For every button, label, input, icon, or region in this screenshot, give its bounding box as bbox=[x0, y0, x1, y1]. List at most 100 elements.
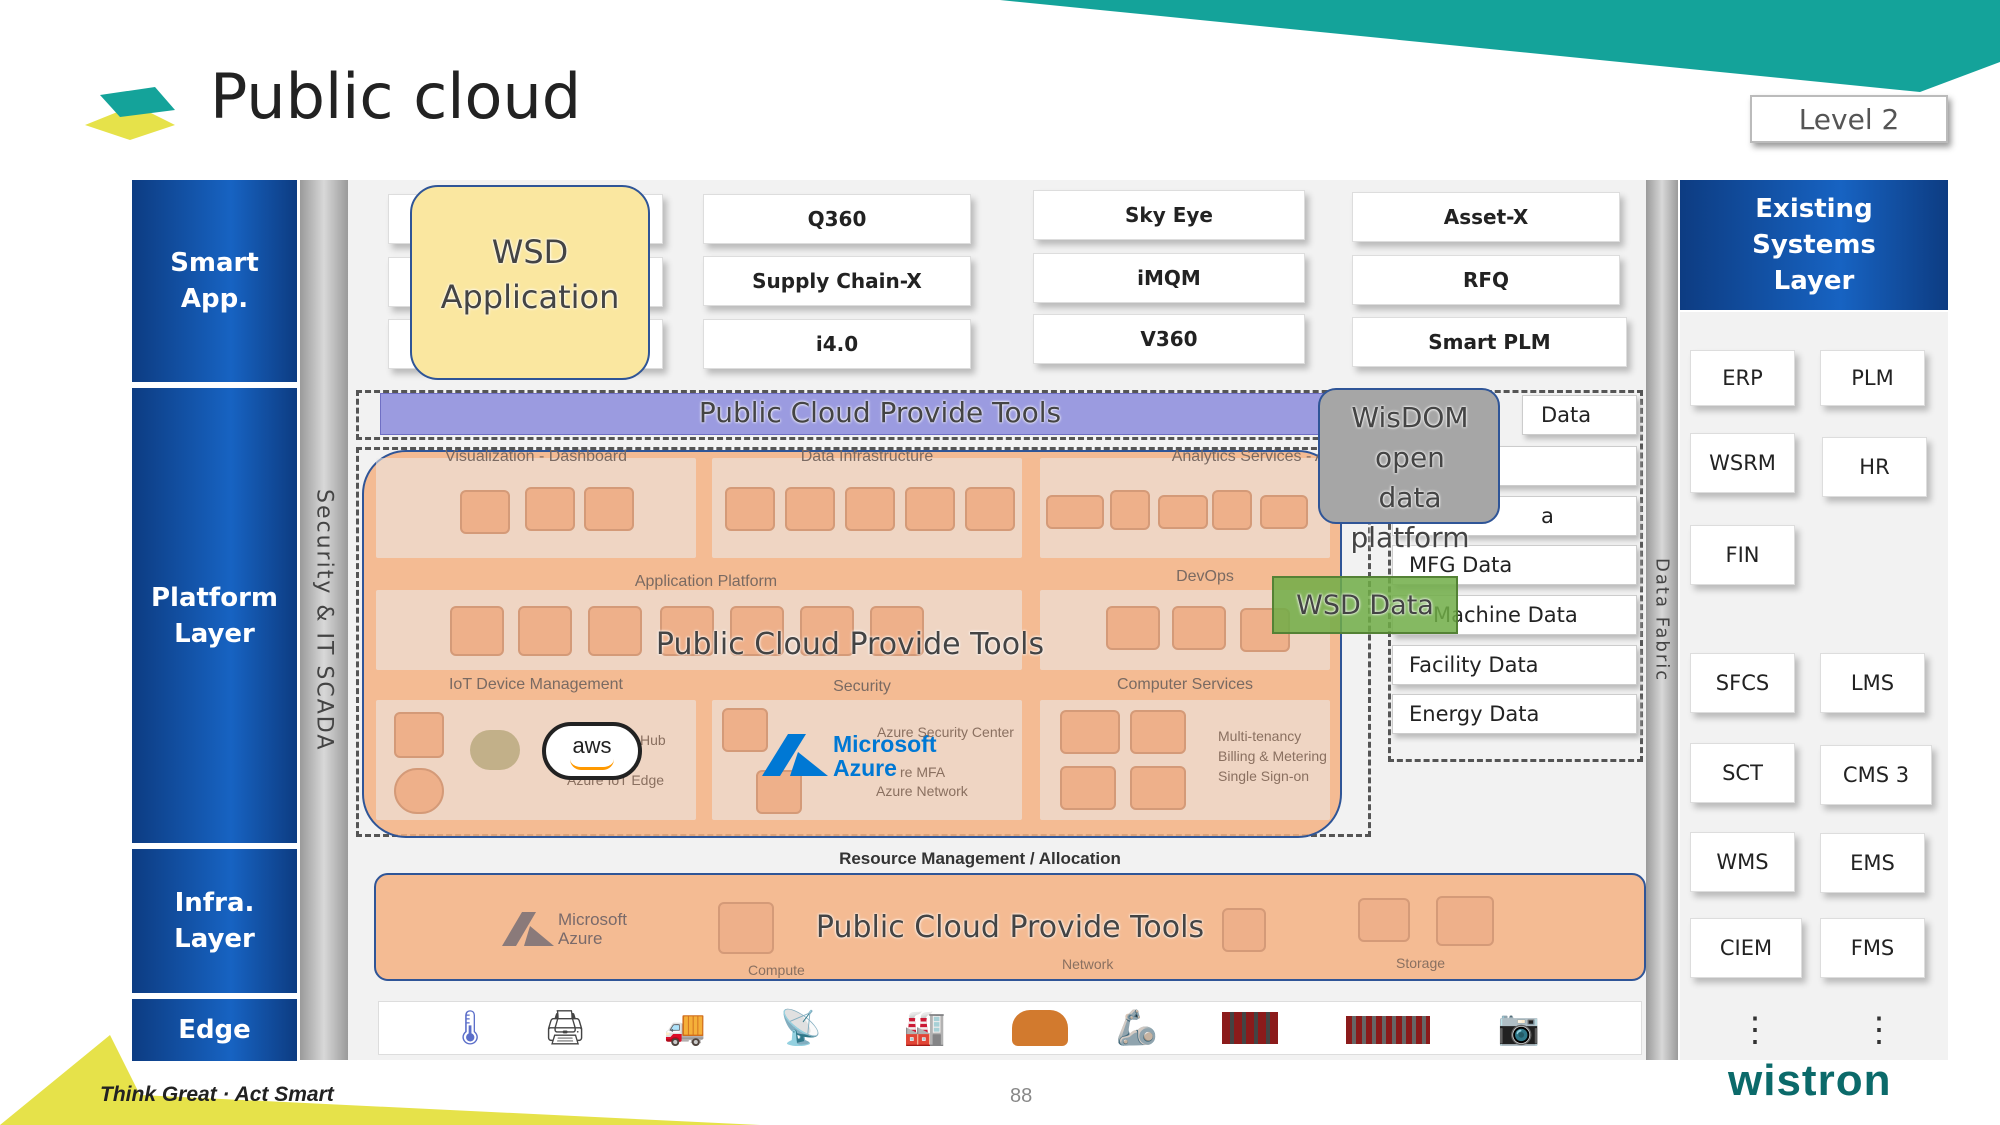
ml-icon bbox=[1110, 490, 1150, 530]
sys-ciem: CIEM bbox=[1690, 918, 1802, 978]
smart-app-layer: Smart App. bbox=[132, 180, 297, 382]
sys-fms: FMS bbox=[1820, 918, 1925, 978]
vm-scale-icon bbox=[1060, 766, 1116, 810]
level-badge: Level 2 bbox=[1750, 95, 1948, 143]
more-dots: ⋮ bbox=[1862, 1011, 1896, 1049]
app-imqm: iMQM bbox=[1033, 253, 1305, 303]
scanner-icon bbox=[1012, 1010, 1068, 1046]
server-rack-icon bbox=[1346, 1016, 1430, 1044]
app-smart-plm: Smart PLM bbox=[1352, 317, 1627, 367]
ms-azure-label: Microsoft Azure bbox=[833, 732, 937, 780]
sys-fin: FIN bbox=[1690, 525, 1795, 585]
iot-cloud-icon bbox=[470, 730, 520, 770]
api-icon bbox=[588, 606, 642, 656]
tools-bar-label: Public Cloud Provide Tools bbox=[698, 396, 1062, 429]
sys-lms: LMS bbox=[1820, 653, 1925, 713]
wsd-data-label: WSD Data bbox=[1296, 590, 1434, 621]
cloud-ai-icon bbox=[1046, 495, 1104, 529]
panel-viz-title: Visualization - Dashboard bbox=[444, 448, 628, 465]
wsd-application-label: WSD Application bbox=[440, 233, 620, 316]
devops-icon bbox=[1172, 606, 1226, 650]
page-title: Public cloud bbox=[210, 60, 582, 133]
panel-compute-title: Computer Services bbox=[1116, 676, 1254, 693]
app-asset-x: Asset-X bbox=[1352, 192, 1620, 242]
thermometer-icon: 🌡 bbox=[448, 1009, 492, 1047]
azure-infra-line1: Microsoft bbox=[558, 910, 627, 929]
edge-row bbox=[378, 1001, 1642, 1055]
app-v360: V360 bbox=[1033, 314, 1305, 364]
functions-icon bbox=[518, 606, 572, 656]
cloud-service-icon bbox=[1130, 766, 1186, 810]
sys-ems: EMS bbox=[1820, 833, 1925, 893]
compute-icon bbox=[1060, 710, 1120, 754]
sys-plm: PLM bbox=[1820, 350, 1925, 406]
service-icon bbox=[870, 606, 924, 656]
container-icon bbox=[730, 606, 784, 656]
aws-logo: aws bbox=[542, 722, 642, 780]
web-icon bbox=[800, 606, 854, 656]
panel-analytics-title: Analytics Services - AI bbox=[1171, 448, 1330, 465]
azure-infra-label: Microsoft Azure bbox=[558, 910, 627, 948]
sys-wsrm: WSRM bbox=[1690, 433, 1795, 493]
dashboard-icon bbox=[525, 487, 575, 531]
more-dots: ⋮ bbox=[1738, 1011, 1772, 1049]
security-center-label: Azure Security Center bbox=[877, 724, 1014, 740]
panel-iot-title: IoT Device Management bbox=[448, 676, 623, 693]
infra-network-label: Network bbox=[1062, 956, 1114, 972]
logo-cube-icon bbox=[85, 87, 175, 140]
header-decoration bbox=[1000, 0, 2000, 92]
insight-icon bbox=[584, 487, 634, 531]
db-icon bbox=[725, 487, 775, 531]
data-item: Data bbox=[1522, 395, 1637, 435]
flask-icon bbox=[1212, 490, 1252, 530]
aws-smile-icon bbox=[570, 759, 614, 770]
storage-disk-icon bbox=[1436, 896, 1494, 946]
azure-logo-icon bbox=[762, 734, 828, 776]
panel-security-title: Security bbox=[833, 678, 891, 695]
key-icon bbox=[756, 770, 802, 814]
app-sky-eye: Sky Eye bbox=[1033, 190, 1305, 240]
sso-label: Single Sign-on bbox=[1218, 768, 1310, 784]
wisdom-box bbox=[1318, 388, 1500, 524]
data-fabric-band: Data Fabric bbox=[1646, 180, 1678, 1060]
lock-icon bbox=[722, 708, 768, 752]
visual-studio-icon bbox=[1106, 606, 1160, 650]
wisdom-label: WisDOM open data platform bbox=[1350, 401, 1470, 554]
aws-label: aws bbox=[572, 732, 612, 758]
storage-icon bbox=[965, 487, 1015, 531]
sys-hr: HR bbox=[1822, 437, 1927, 497]
logic-icon bbox=[660, 606, 714, 656]
infra-tools-region bbox=[374, 873, 1646, 981]
sys-wms: WMS bbox=[1690, 832, 1795, 892]
security-band: Security & IT SCADA bbox=[300, 180, 348, 1060]
wistron-logo: wistron bbox=[1728, 1056, 1892, 1105]
existing-systems-title: Existing Systems Layer bbox=[1680, 180, 1948, 310]
infra-storage-label: Storage bbox=[1396, 955, 1446, 971]
sys-cms3: CMS 3 bbox=[1820, 745, 1932, 805]
security-network-label: Azure Network bbox=[876, 783, 968, 799]
compute-infra-icon bbox=[718, 902, 774, 954]
app-rfq: RFQ bbox=[1352, 255, 1620, 305]
sys-sfcs: SFCS bbox=[1690, 653, 1795, 713]
plc-icon bbox=[1222, 1012, 1278, 1044]
iot-network-icon bbox=[394, 712, 444, 758]
billing-label: Billing & Metering bbox=[1218, 748, 1327, 764]
gear-icon bbox=[1260, 495, 1308, 529]
app-supply-chain-x: Supply Chain-X bbox=[703, 256, 971, 306]
app-q360: Q360 bbox=[703, 194, 971, 244]
network-infra-icon bbox=[1222, 908, 1266, 952]
page-number: 88 bbox=[1010, 1085, 1033, 1107]
data-energy: Energy Data bbox=[1392, 694, 1637, 734]
platform-layer: Platform Layer bbox=[132, 388, 297, 843]
iot-hub-icon bbox=[394, 768, 444, 814]
iot-hub-label: Hub bbox=[640, 732, 666, 748]
azure-infra-icon bbox=[502, 912, 554, 946]
hadoop-icon bbox=[1158, 495, 1208, 529]
security-mfa-label: re MFA bbox=[900, 764, 946, 780]
sys-erp: ERP bbox=[1690, 350, 1795, 406]
truck-icon: 🚚 bbox=[663, 1009, 707, 1047]
machine-icon: 🏭 bbox=[903, 1009, 947, 1047]
multi-tenancy-label: Multi-tenancy bbox=[1218, 728, 1302, 744]
sys-sct: SCT bbox=[1690, 743, 1795, 803]
antenna-icon: 📡 bbox=[779, 1009, 823, 1047]
